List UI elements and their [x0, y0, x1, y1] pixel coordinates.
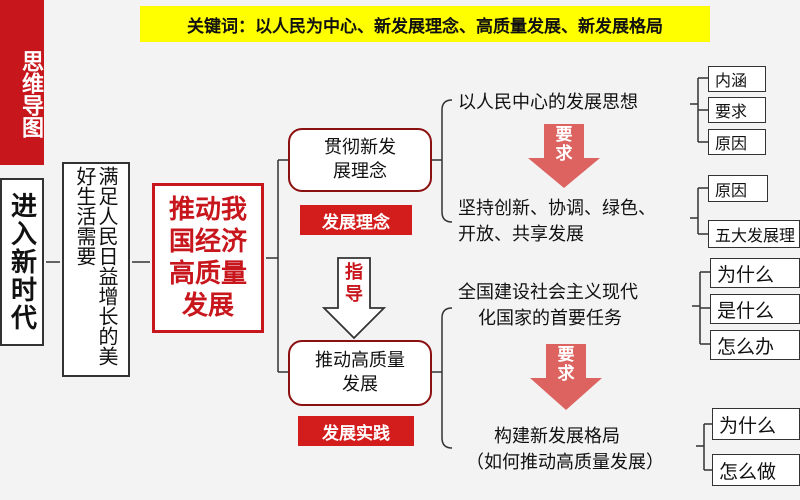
- guide-arrow-shape: [321, 257, 387, 340]
- t4-leaf-why: 为什么: [712, 408, 800, 440]
- t1-leaf-requirement: 要求: [708, 97, 766, 123]
- require-arrow-2-shape: [530, 344, 602, 410]
- connector-t3-leaves: [692, 271, 710, 345]
- t1-leaf-connotation: 内涵: [708, 66, 766, 92]
- require-arrow-1-label: 要求: [555, 125, 573, 164]
- guide-arrow-label: 指导: [345, 262, 363, 305]
- topic-new-pattern-line2: （如何推动高质量发展）: [466, 452, 664, 473]
- branch-top-box: 贯彻新发展理念: [288, 128, 432, 192]
- connector-t2-leaves: [690, 187, 708, 235]
- connector-top-branch: [432, 99, 453, 223]
- branch-bottom-label: 发展实践: [298, 416, 414, 446]
- connector-bottom-branch: [432, 307, 453, 449]
- t2-leaf-reason: 原因: [708, 175, 768, 202]
- topic-five-concepts-line2: 开放、共享发展: [458, 224, 584, 245]
- connector-center-branches: [266, 159, 288, 373]
- t3-leaf-what: 是什么: [710, 294, 800, 324]
- branch-top-label: 发展理念: [300, 205, 412, 235]
- require-arrow-2-label: 要求: [557, 345, 575, 384]
- topic-primary-task-line1: 全国建设社会主义现代: [458, 282, 638, 303]
- t2-leaf-five-concepts: 五大发展理: [708, 220, 800, 248]
- keywords-banner: 关键词：以人民为中心、新发展理念、高质量发展、新发展格局: [140, 6, 710, 42]
- t3-leaf-why: 为什么: [710, 258, 800, 288]
- topic-new-pattern-line1: 构建新发展格局: [494, 426, 620, 447]
- topic-five-concepts-line1: 坚持创新、协调、绿色、: [458, 198, 656, 219]
- era-box: 进入新时代: [0, 178, 44, 346]
- connector-t4-leaves: [696, 423, 712, 471]
- require-arrow-1-shape: [528, 124, 600, 188]
- topic-people-centered: 以人民中心的发展思想: [458, 92, 638, 113]
- topic-primary-task-line2: 化国家的首要任务: [478, 308, 622, 329]
- needs-box: 满足人民日益增长的美好生活需要: [62, 162, 130, 377]
- center-box: 推动我国经济高质量发展: [152, 183, 264, 333]
- t3-leaf-how: 怎么办: [710, 330, 800, 360]
- t1-leaf-reason: 原因: [708, 129, 766, 155]
- mind-map-tag: 思维导图: [0, 0, 44, 165]
- branch-bottom-box: 推动高质量发展: [288, 340, 432, 406]
- t4-leaf-how-to-do: 怎么做: [712, 454, 800, 486]
- connector-t1-leaves: [690, 77, 708, 143]
